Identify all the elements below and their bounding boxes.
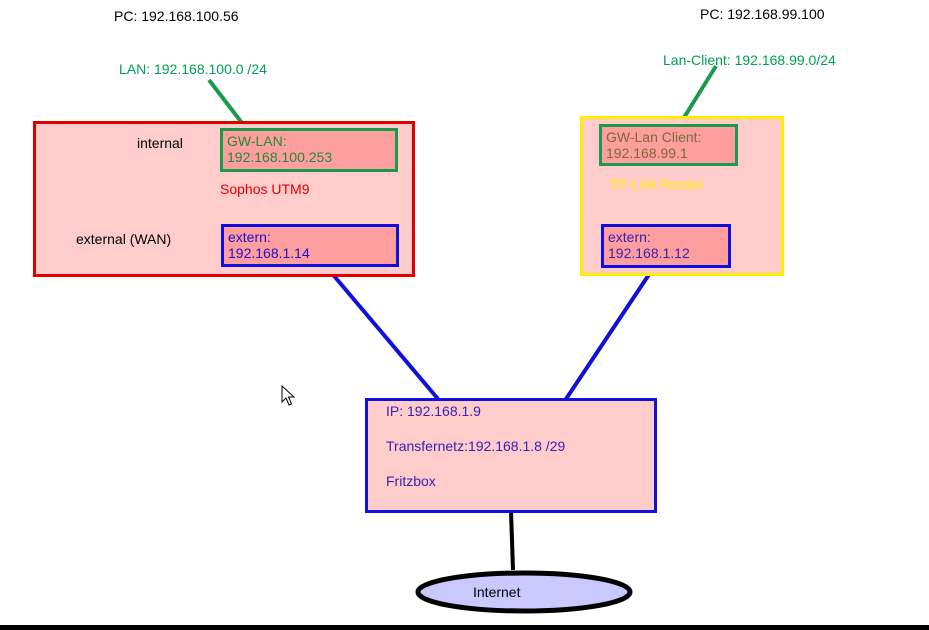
fritzbox-box: IP: 192.168.1.9 Transfernetz:192.168.1.8… — [365, 398, 657, 513]
internet-label: Internet — [473, 584, 521, 600]
fritzbox-name-label: Fritzbox — [386, 473, 436, 489]
tplink-gw-lan-title: GW-Lan Client: — [606, 129, 702, 145]
sophos-gw-lan-title: GW-LAN: — [227, 133, 287, 149]
sophos-name-label: Sophos UTM9 — [220, 181, 310, 197]
sophos-extern-box: extern: 192.168.1.14 — [221, 224, 399, 267]
fritzbox-ip-label: IP: 192.168.1.9 — [386, 403, 481, 419]
bottom-border — [0, 625, 929, 630]
connector-tplink-fritzbox — [564, 262, 658, 401]
sophos-extern-title: extern: — [228, 229, 271, 245]
connector-sophos-fritzbox — [322, 262, 440, 401]
sophos-gw-lan-box: GW-LAN: 192.168.100.253 — [220, 128, 398, 172]
connector-fritzbox-internet — [509, 510, 515, 571]
sophos-utm9-box: internal external (WAN) Sophos UTM9 GW-L… — [33, 121, 415, 277]
tplink-gw-lan-box: GW-Lan Client: 192.168.99.1 — [599, 124, 738, 166]
tplink-router-box: TP-Link Router GW-Lan Client: 192.168.99… — [580, 116, 784, 276]
tplink-extern-title: extern: — [608, 229, 651, 245]
sophos-internal-label: internal — [137, 135, 183, 151]
fritzbox-transfer-label: Transfernetz:192.168.1.8 /29 — [386, 438, 566, 454]
pc-left-label: PC: 192.168.100.56 — [114, 8, 239, 24]
lan-right-label: Lan-Client: 192.168.99.0/24 — [663, 52, 836, 68]
tplink-gw-lan-ip: 192.168.99.1 — [606, 145, 688, 162]
pc-right-label: PC: 192.168.99.100 — [700, 6, 825, 22]
internet-cloud — [415, 570, 633, 614]
sophos-gw-lan-ip: 192.168.100.253 — [227, 149, 333, 166]
tplink-name-label: TP-Link Router — [609, 176, 704, 192]
sophos-extern-ip: 192.168.1.14 — [228, 245, 310, 262]
lan-left-label: LAN: 192.168.100.0 /24 — [119, 61, 267, 77]
tplink-extern-ip: 192.168.1.12 — [608, 245, 690, 262]
connector-lan-left — [207, 78, 244, 125]
sophos-external-label: external (WAN) — [76, 231, 172, 247]
connector-lan-right — [678, 64, 718, 126]
mouse-pointer-icon — [281, 384, 296, 406]
tplink-extern-box: extern: 192.168.1.12 — [601, 224, 731, 268]
